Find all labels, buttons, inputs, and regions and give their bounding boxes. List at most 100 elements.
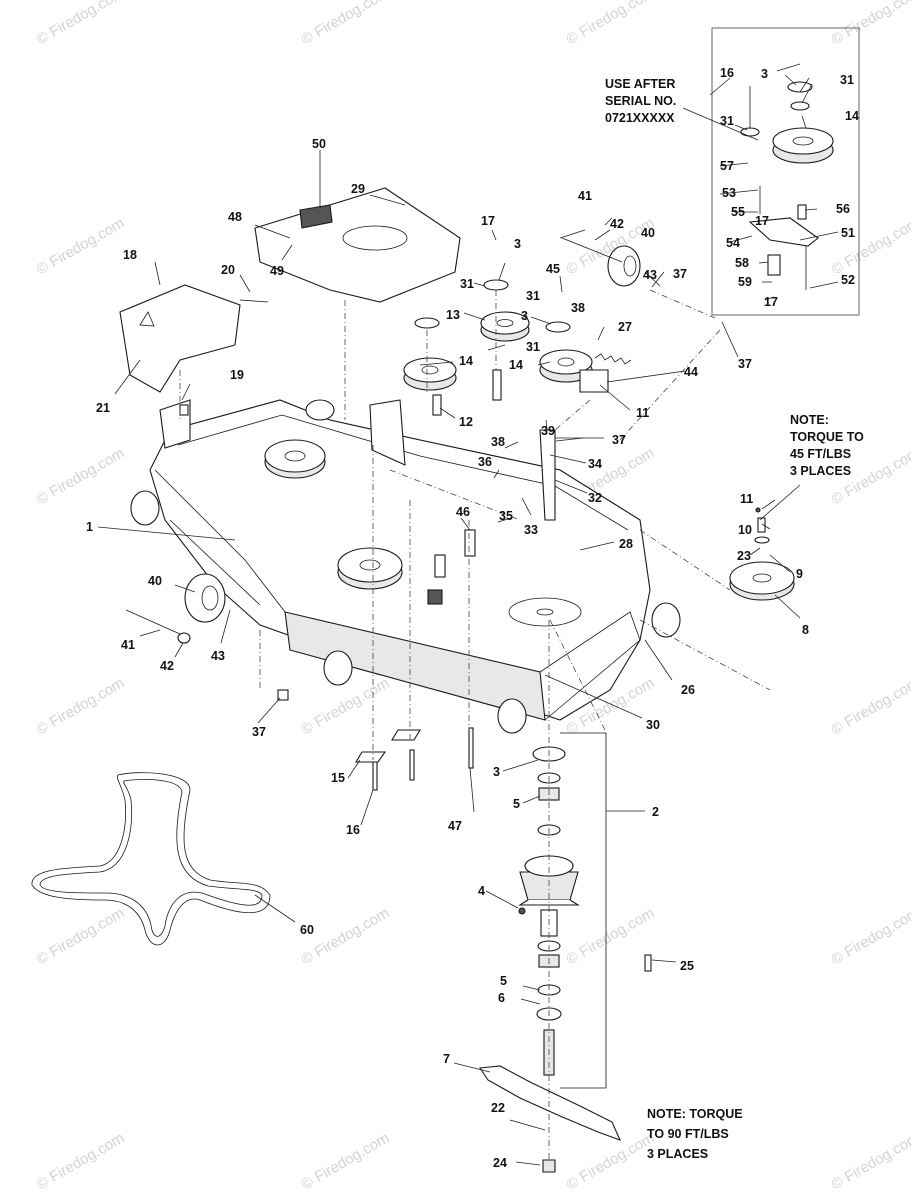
callout-number: 50 (312, 137, 326, 151)
callout-number: 38 (571, 301, 585, 315)
callout-number: 11 (636, 406, 649, 420)
callout-number: 14 (459, 354, 473, 368)
callout-number: 49 (270, 264, 284, 278)
callout-number: 55 (731, 205, 745, 219)
callout-number: 40 (641, 226, 655, 240)
callout-number: 41 (578, 189, 592, 203)
callout-number: 54 (726, 236, 740, 250)
tension-spring (594, 353, 632, 365)
callout-number: 37 (738, 357, 752, 371)
callout-number: 48 (228, 210, 242, 224)
callout-number: 5 (513, 797, 520, 811)
deck-roller (130, 399, 681, 734)
watermark-text: © Firedog.com (34, 1129, 128, 1193)
callout-number: 3 (761, 67, 768, 81)
watermark-text: © Firedog.com (299, 0, 393, 48)
callout-number: 30 (646, 718, 660, 732)
idler-pulley-14 (403, 357, 457, 391)
callout-number: 47 (448, 819, 462, 833)
callout-number: 14 (509, 358, 523, 372)
svg-text:NOTE:: NOTE: (790, 413, 829, 427)
idler-pulley-13 (480, 311, 530, 342)
callout-number: 21 (96, 401, 110, 415)
callout-number: 23 (737, 549, 751, 563)
callout-number: 31 (526, 289, 540, 303)
callout-number: 31 (840, 73, 854, 87)
svg-text:3 PLACES: 3 PLACES (790, 464, 851, 478)
watermark-text: © Firedog.com (564, 1129, 658, 1193)
callout-number: 56 (836, 202, 850, 216)
callout-number: 38 (491, 435, 505, 449)
inset-frame (711, 27, 860, 316)
callout-number: 58 (735, 256, 749, 270)
callout-number: 29 (351, 182, 365, 196)
callout-number: 28 (619, 537, 633, 551)
watermark-text: © Firedog.com (564, 0, 658, 48)
watermark-text: © Firedog.com (829, 904, 911, 968)
watermark-text: © Firedog.com (564, 904, 658, 968)
svg-text:USE AFTER: USE AFTER (605, 77, 675, 91)
callout-number: 60 (300, 923, 314, 937)
svg-text:0721XXXXX: 0721XXXXX (605, 111, 675, 125)
callout-number: 24 (493, 1156, 507, 1170)
svg-text:SERIAL NO.: SERIAL NO. (605, 94, 676, 108)
deck-pulley-left (264, 439, 326, 479)
callout-number: 3 (493, 765, 500, 779)
callout-number: 43 (643, 268, 657, 282)
watermark-text: © Firedog.com (34, 0, 128, 48)
callout-number: 57 (720, 159, 734, 173)
callout-labels: 1 2 3 3 3 3 4 5 5 6 7 8 9 10 11 11 12 13… (86, 66, 859, 1170)
callout-number: 6 (498, 991, 505, 1005)
callout-number: 12 (459, 415, 473, 429)
callout-number: 17 (755, 214, 769, 228)
svg-text:3 PLACES: 3 PLACES (647, 1147, 708, 1161)
callout-number: 11 (740, 492, 753, 506)
alignment-lines (179, 289, 771, 1160)
callout-number: 3 (521, 309, 528, 323)
callout-number: 16 (346, 823, 360, 837)
callout-number: 19 (230, 368, 244, 382)
callout-number: 15 (331, 771, 345, 785)
callout-number: 8 (802, 623, 809, 637)
watermark-text: © Firedog.com (829, 214, 911, 278)
callout-number: 43 (211, 649, 225, 663)
watermark-text: © Firedog.com (34, 444, 128, 508)
deck-pulley-center (337, 547, 403, 590)
belt-cover (254, 187, 461, 303)
callout-number: 37 (612, 433, 626, 447)
deck-pulley-right (729, 561, 795, 601)
callout-number: 34 (588, 457, 602, 471)
idler-arm (748, 86, 819, 290)
watermark-text: © Firedog.com (34, 904, 128, 968)
svg-text:TO 90 FT/LBS: TO 90 FT/LBS (647, 1127, 729, 1141)
callout-number: 14 (845, 109, 859, 123)
torque-note-90: NOTE: TORQUE TO 90 FT/LBS 3 PLACES (647, 1107, 743, 1161)
caster-wheel (184, 573, 226, 623)
watermark-text: © Firedog.com (299, 1129, 393, 1193)
callout-number: 10 (738, 523, 752, 537)
callout-number: 37 (252, 725, 266, 739)
callout-number: 9 (796, 567, 803, 581)
callout-number: 51 (841, 226, 855, 240)
watermark-text: © Firedog.com (34, 674, 128, 738)
callout-number: 31 (526, 340, 540, 354)
watermark-text: © Firedog.com (829, 1129, 911, 1193)
callout-number: 1 (86, 520, 93, 534)
callout-number: 2 (652, 805, 659, 819)
watermark-text: © Firedog.com (829, 0, 911, 48)
caster-wheel (607, 245, 641, 287)
spindle-assembly-bracket (560, 732, 607, 1089)
callout-number: 5 (500, 974, 507, 988)
callout-number: 40 (148, 574, 162, 588)
callout-number: 31 (460, 277, 474, 291)
watermark-text: © Firedog.com (829, 674, 911, 738)
callout-number: 35 (499, 509, 513, 523)
watermark-text: © Firedog.com (34, 214, 128, 278)
callout-number: 4 (478, 884, 485, 898)
callout-number: 42 (160, 659, 174, 673)
callout-number: 52 (841, 273, 855, 287)
callout-number: 45 (546, 262, 560, 276)
callout-number: 59 (738, 275, 752, 289)
torque-note-45: NOTE: TORQUE TO 45 FT/LBS 3 PLACES (790, 413, 864, 478)
